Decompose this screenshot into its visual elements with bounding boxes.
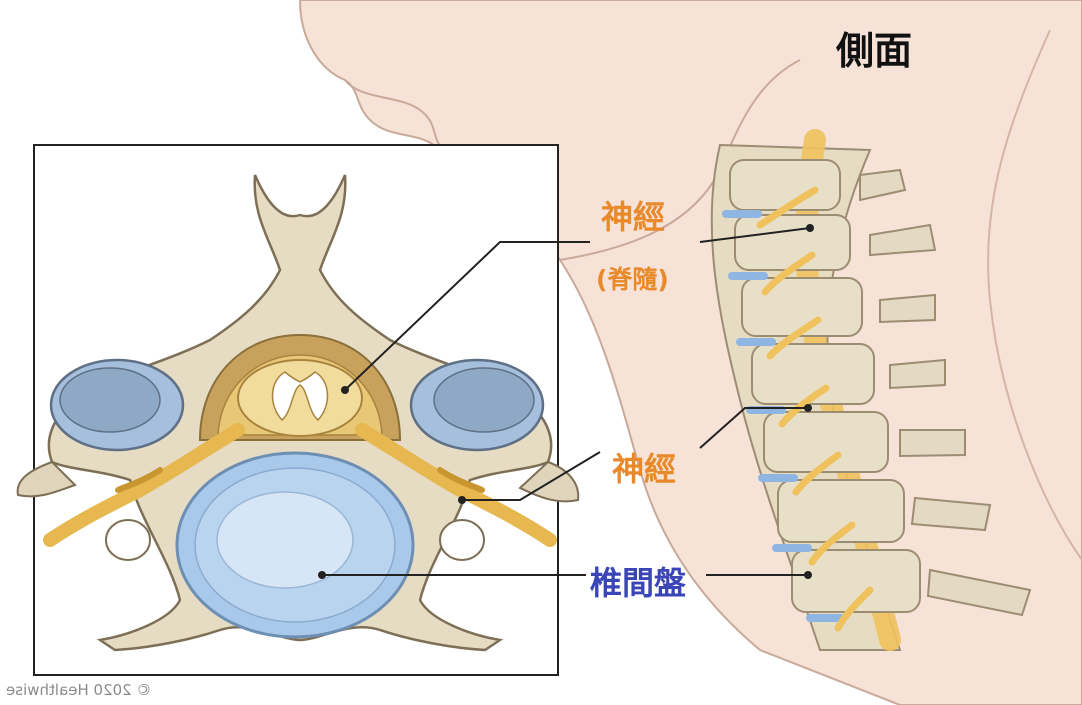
- label-disc: 椎間盤: [590, 564, 687, 602]
- leader-nerve-mid: [462, 451, 601, 501]
- back-of-neck: [987, 29, 1082, 561]
- leader-nerve-mid-right: [699, 407, 808, 449]
- view-title: 側面: [836, 29, 913, 73]
- leader-nerve-top-right: [699, 227, 811, 243]
- copyright-notice: © 2020 Healthwise: [6, 681, 152, 699]
- label-nerve-top: 神經: [601, 198, 666, 236]
- leader-lines: [322, 227, 811, 576]
- nucleus-pulposus: [216, 491, 354, 589]
- leader-nerve-top: [344, 241, 590, 391]
- spinal-cord-cross-section: [237, 359, 363, 437]
- nose-lip: [344, 79, 446, 151]
- label-nerve-mid: 神經: [612, 450, 677, 488]
- cervical-spine: [710, 129, 1032, 651]
- label-spinal-cord: (脊隨): [596, 265, 669, 294]
